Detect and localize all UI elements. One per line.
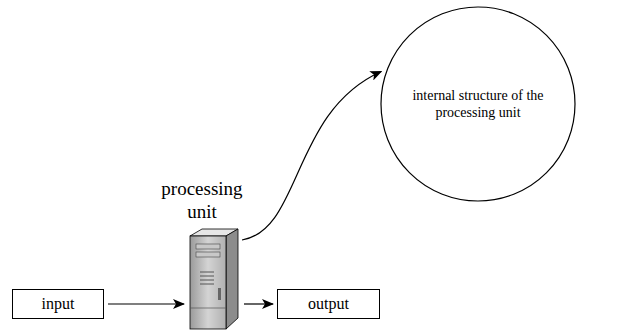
node-label: internal structure of the processing uni… xyxy=(403,87,553,122)
node-label: input xyxy=(42,294,75,314)
flow-arrow xyxy=(108,303,184,304)
flow-arrow xyxy=(242,71,381,240)
internal-structure-circle: internal structure of the processing uni… xyxy=(380,6,576,202)
node-label: output xyxy=(308,294,349,314)
processing-unit: processing unit xyxy=(188,228,240,330)
flow-arrow xyxy=(244,303,273,304)
computer-tower-icon xyxy=(188,228,240,330)
unit-label: processing unit xyxy=(154,177,250,225)
output-box: output xyxy=(277,289,380,319)
input-box: input xyxy=(12,289,104,319)
circle-outline xyxy=(380,6,576,202)
